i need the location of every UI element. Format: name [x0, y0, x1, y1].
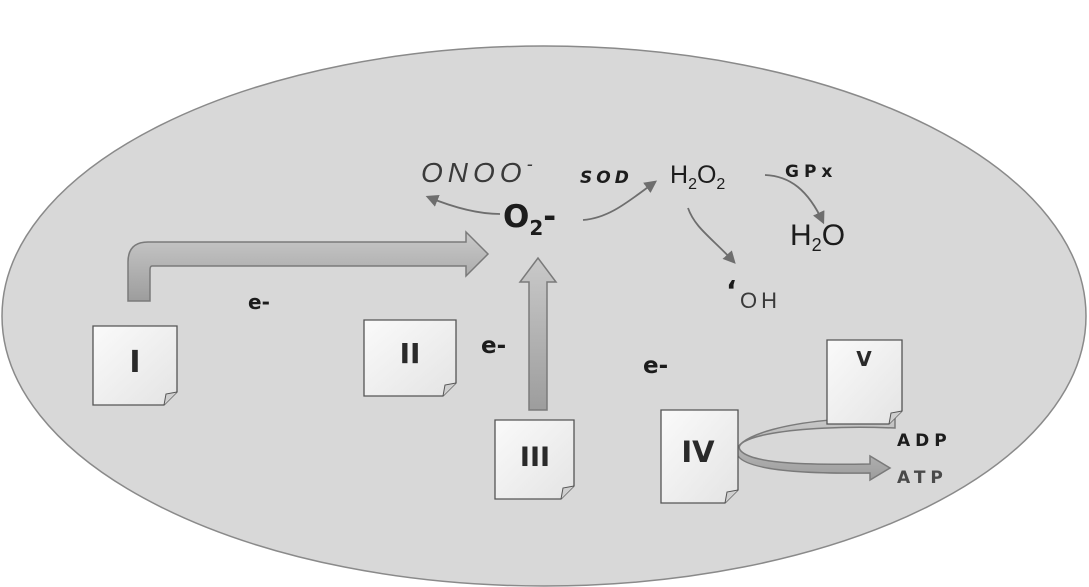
superoxide-label: O2-: [503, 199, 556, 240]
complex-v-label: V: [856, 347, 872, 371]
hydrogen-peroxide-label: H2O2: [670, 161, 725, 193]
arrow-to-hydroxyl: [687, 207, 736, 264]
atp-label: ATP: [897, 468, 948, 488]
peroxynitrite-label: ONOO-: [421, 154, 538, 188]
gpx-enzyme-label: GPx: [785, 162, 837, 182]
electron-arrow-complex-i: [127, 230, 490, 302]
electron-label-2: e-: [481, 333, 506, 359]
adp-label: ADP: [897, 431, 952, 451]
complex-iii-label: III: [520, 442, 550, 473]
arrow-to-h2o2: [582, 180, 658, 221]
electron-label-3: e-: [643, 353, 668, 379]
hydroxyl-radical-dot: ‘: [726, 274, 737, 307]
complex-ii-label: II: [400, 337, 421, 370]
complex-v: V: [826, 339, 903, 425]
complex-iii: III: [494, 419, 575, 500]
hydroxyl-radical-label: OH: [740, 288, 781, 313]
arrow-to-water: [764, 174, 825, 225]
arrow-to-onoo: [425, 194, 501, 215]
complex-i: I: [92, 325, 178, 406]
complex-iv: IV: [660, 409, 739, 504]
complex-i-label: I: [129, 345, 140, 380]
water-label: H2O: [790, 219, 845, 255]
electron-arrow-complex-iii: [518, 256, 558, 411]
atp-synthesis-arrow: [735, 417, 896, 482]
peroxynitrite-charge: -: [527, 154, 538, 174]
sod-enzyme-label: SOD: [580, 168, 633, 188]
complex-iv-label: IV: [681, 435, 715, 469]
complex-ii: II: [363, 319, 457, 397]
electron-label-1: e-: [248, 290, 270, 314]
